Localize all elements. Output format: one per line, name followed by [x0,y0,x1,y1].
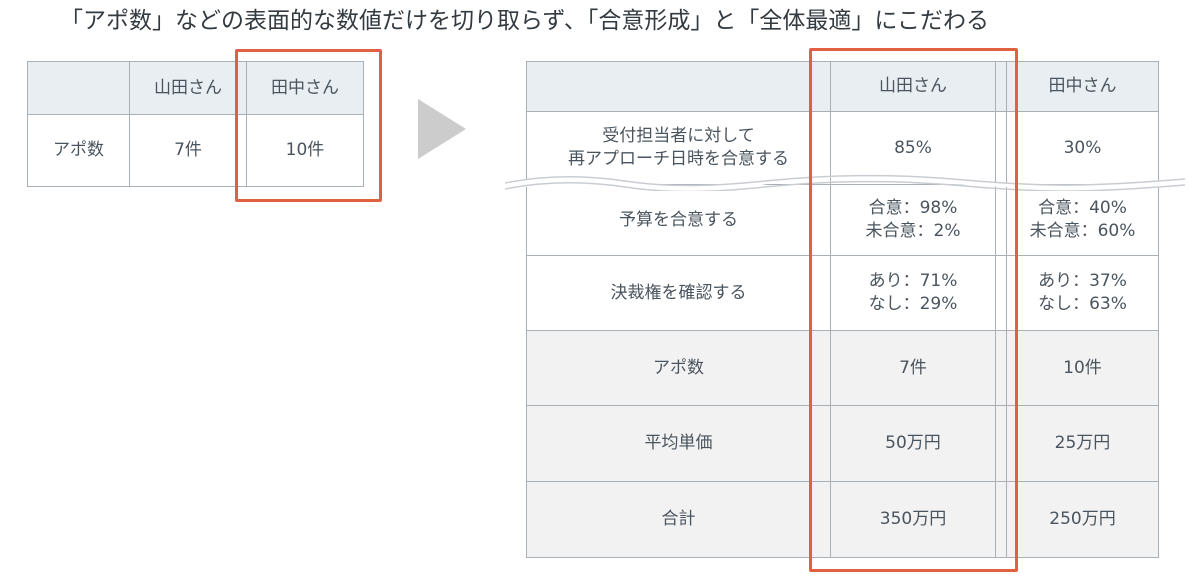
value-line: 合意：98% [868,198,958,218]
value-line: 未合意：2% [865,221,961,241]
row-label: 受付担当者に対して 再アプローチ日時を合意する [526,111,831,185]
header-cell-empty [27,61,130,115]
row-label-line: 再アプローチ日時を合意する [568,149,789,169]
table-row: アポ数 7件 10件 [27,114,364,187]
tanaka-value: あり：37% なし：63% [1006,255,1159,331]
table-row: アポ数 7件 10件 [526,330,1159,406]
tanaka-value: 250万円 [1006,481,1159,558]
tanaka-value: 10件 [246,114,364,187]
comparison-table: 山田さん 田中さん 受付担当者に対して 再アプローチ日時を合意する 85% 30… [526,61,1159,558]
tanaka-value: 合意：40% 未合意：60% [1006,184,1159,256]
value-line: 50万円 [885,433,941,453]
yamada-value: 7件 [129,114,247,187]
value-line: 85% [894,137,932,158]
header-yamada: 山田さん [129,61,247,115]
tanaka-value: 10件 [1006,330,1159,406]
row-label: アポ数 [526,330,831,406]
value-line: 350万円 [879,509,947,529]
apo-count-table: 山田さん 田中さん アポ数 7件 10件 [27,61,364,187]
table-row: 合計 350万円 250万円 [526,481,1159,558]
table-header-row: 山田さん 田中さん [27,61,364,115]
row-label-line: 受付担当者に対して [602,126,755,146]
value-line: 合意：40% [1038,198,1127,218]
highlight-box-tanaka [235,49,382,202]
row-label-line: 合計 [661,509,696,529]
row-label: 決裁権を確認する [526,255,831,331]
row-label-line: 平均単価 [644,433,713,453]
table-row: 平均単価 50万円 25万円 [526,405,1159,482]
value-line: 未合意：60% [1029,221,1136,241]
table-row: 決裁権を確認する あり：71% なし：29% あり：37% なし：63% [526,255,1159,331]
yamada-value: あり：71% なし：29% [830,255,996,331]
value-line: 7件 [899,357,927,378]
yamada-value: 50万円 [830,405,996,482]
table-header-row: 山田さん 田中さん [526,61,1159,112]
row-label: 平均単価 [526,405,831,482]
value-line: あり：37% [1038,271,1127,291]
yamada-value: 合意：98% 未合意：2% [830,184,996,256]
value-line: 30% [1063,137,1102,158]
value-line: 250万円 [1049,509,1116,529]
tanaka-value: 25万円 [1006,405,1159,482]
value-line: 10件 [1063,357,1102,378]
row-label: 予算を合意する [526,184,831,256]
header-tanaka: 田中さん [1006,61,1159,112]
yamada-value: 7件 [830,330,996,406]
row-label: アポ数 [27,114,130,187]
highlight-box-yamada [809,48,1018,572]
arrow-right-icon [418,99,466,159]
table-row: 予算を合意する 合意：98% 未合意：2% 合意：40% 未合意：60% [526,184,1159,256]
header-tanaka: 田中さん [246,61,364,115]
row-label-line: アポ数 [653,357,704,378]
header-yamada: 山田さん [830,61,996,112]
row-label-line: 決裁権を確認する [610,282,747,303]
row-label-line: 予算を合意する [619,209,738,230]
row-label: 合計 [526,481,831,558]
value-line: なし：29% [868,294,958,314]
value-line: 25万円 [1054,433,1111,453]
value-line: なし：63% [1038,294,1127,314]
yamada-value: 350万円 [830,481,996,558]
value-line: あり：71% [868,271,958,291]
header-cell-empty [526,61,831,112]
tanaka-value: 30% [1006,111,1159,185]
headline: 「アポ数」などの表面的な数値だけを切り取らず、「合意形成」と「全体最適」にこだわ… [60,8,989,34]
